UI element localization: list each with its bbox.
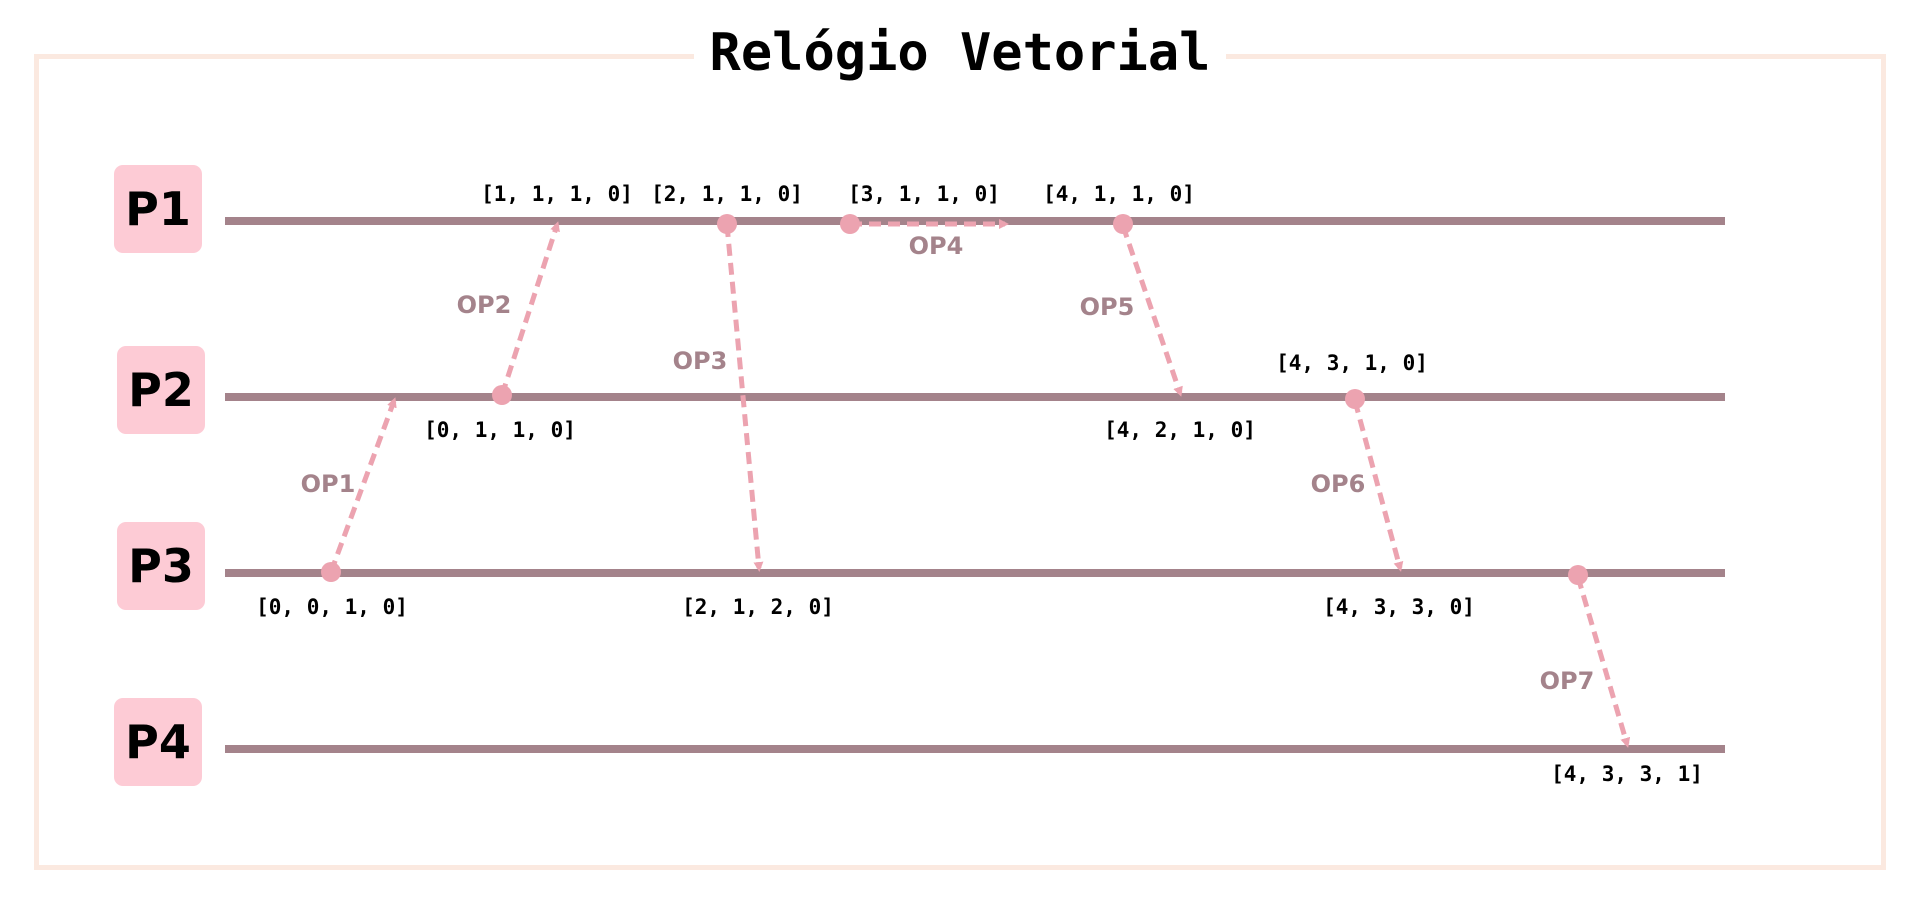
op4-label: OP4 <box>909 232 964 260</box>
event-dot-p1-send-op3 <box>717 214 737 234</box>
arrow-op7 <box>1575 576 1631 748</box>
clock-label-p3-2: [2, 1, 2, 0] <box>682 595 834 619</box>
event-dot-p1-send-op5 <box>1113 214 1133 234</box>
arrow-op5 <box>1120 225 1183 397</box>
process-p3-label: P3 <box>128 539 194 593</box>
arrow-op3 <box>724 224 764 572</box>
op2-label: OP2 <box>457 291 512 319</box>
process-p2-label: P2 <box>128 363 194 417</box>
process-p1-box: P1 <box>114 165 202 253</box>
op6-label: OP6 <box>1311 470 1366 498</box>
process-p4-label: P4 <box>125 715 191 769</box>
op7-label: OP7 <box>1540 667 1595 695</box>
process-p1-label: P1 <box>125 182 191 236</box>
clock-label-p1-4: [4, 1, 1, 0] <box>1043 182 1195 206</box>
clock-label-p3-1: [0, 0, 1, 0] <box>256 595 408 619</box>
op5-label: OP5 <box>1080 293 1135 321</box>
clock-label-p2-3: [4, 3, 1, 0] <box>1276 351 1428 375</box>
arrow-op6 <box>1352 400 1404 572</box>
event-dot-p3-send-op7 <box>1568 565 1588 585</box>
clock-label-p2-2: [4, 2, 1, 0] <box>1104 418 1256 442</box>
op3-label: OP3 <box>673 347 728 375</box>
arrow-op2 <box>499 221 560 396</box>
event-dot-p3-send-op1 <box>321 562 341 582</box>
clock-label-p1-2: [2, 1, 1, 0] <box>651 182 803 206</box>
clock-label-p3-3: [4, 3, 3, 0] <box>1323 595 1475 619</box>
event-dot-p1-send-op4 <box>840 214 860 234</box>
event-dot-p2-send-op6 <box>1345 389 1365 409</box>
process-p2-box: P2 <box>117 346 205 434</box>
arrow-op1 <box>328 397 397 573</box>
process-p4-box: P4 <box>114 698 202 786</box>
event-dot-p2-send-op2 <box>492 385 512 405</box>
clock-label-p2-1: [0, 1, 1, 0] <box>424 418 576 442</box>
op1-label: OP1 <box>301 470 356 498</box>
clock-label-p4-1: [4, 3, 3, 1] <box>1551 762 1703 786</box>
clock-label-p1-1: [1, 1, 1, 0] <box>481 182 633 206</box>
process-p3-box: P3 <box>117 522 205 610</box>
clock-label-p1-3: [3, 1, 1, 0] <box>848 182 1000 206</box>
